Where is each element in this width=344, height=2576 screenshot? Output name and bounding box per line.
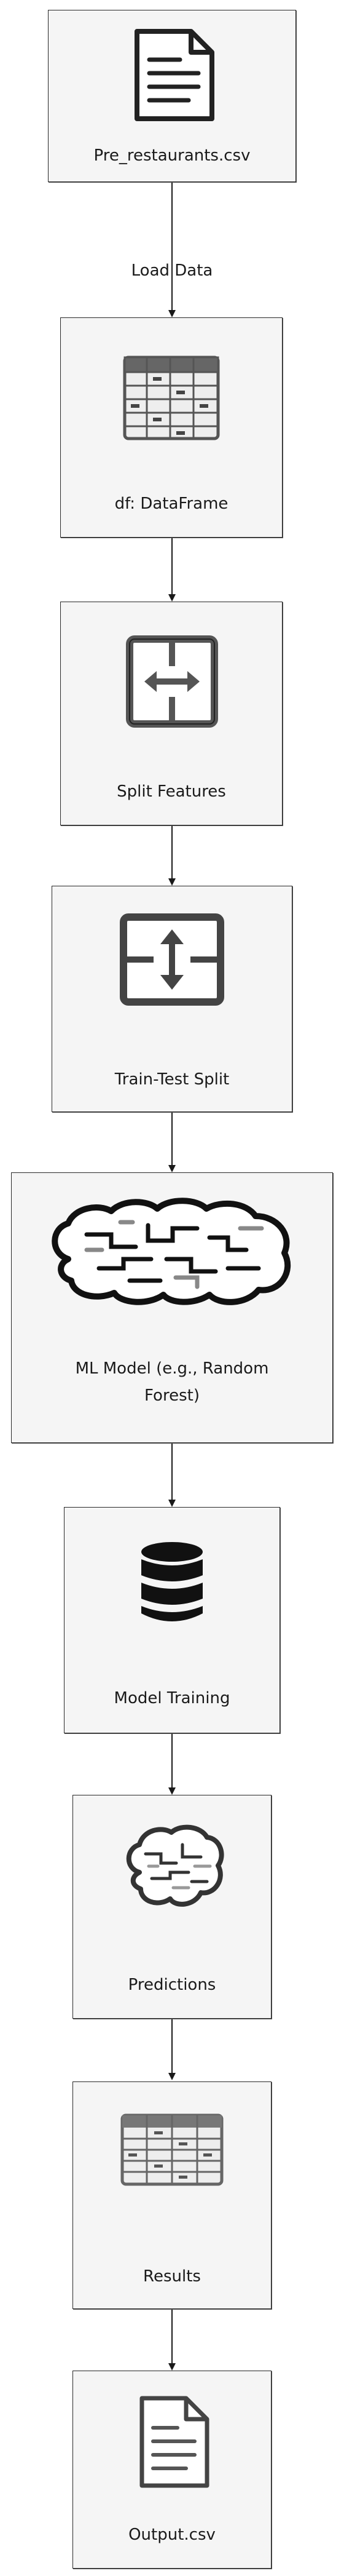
database-icon	[141, 1542, 203, 1621]
node-label: Split Features	[117, 782, 226, 801]
node-label: Pre_restaurants.csv	[93, 146, 251, 165]
brain-icon	[52, 1198, 291, 1305]
node-label: Predictions	[128, 1976, 216, 1994]
node-out[interactable]: Output.csv	[72, 2371, 272, 2569]
document-icon	[135, 29, 214, 121]
node-label: df: DataFrame	[114, 495, 229, 513]
document-icon	[139, 2396, 209, 2488]
table-icon	[123, 356, 220, 440]
node-csv[interactable]: Pre_restaurants.csv	[48, 10, 296, 182]
node-results[interactable]: Results	[72, 2081, 272, 2309]
split-vertical-icon	[120, 913, 224, 1006]
brain-icon	[126, 1824, 224, 1907]
node-label: Train-Test Split	[114, 1070, 230, 1089]
node-model[interactable]: ML Model (e.g., Random Forest)	[11, 1172, 333, 1443]
node-split[interactable]: Split Features	[60, 602, 283, 825]
node-label: ML Model (e.g., Random Forest)	[75, 1359, 269, 1405]
node-label: Results	[143, 2267, 201, 2286]
node-label: Output.csv	[128, 2526, 216, 2544]
node-label: Model Training	[114, 1689, 230, 1707]
node-pred[interactable]: Predictions	[72, 1795, 272, 2019]
table-icon	[120, 2113, 224, 2186]
node-train[interactable]: Model Training	[64, 1507, 280, 1733]
node-tts[interactable]: Train-Test Split	[52, 886, 292, 1112]
split-horizontal-icon	[126, 635, 218, 728]
edge-label-load-data: Load Data	[131, 261, 213, 280]
node-df[interactable]: df: DataFrame	[60, 317, 283, 538]
